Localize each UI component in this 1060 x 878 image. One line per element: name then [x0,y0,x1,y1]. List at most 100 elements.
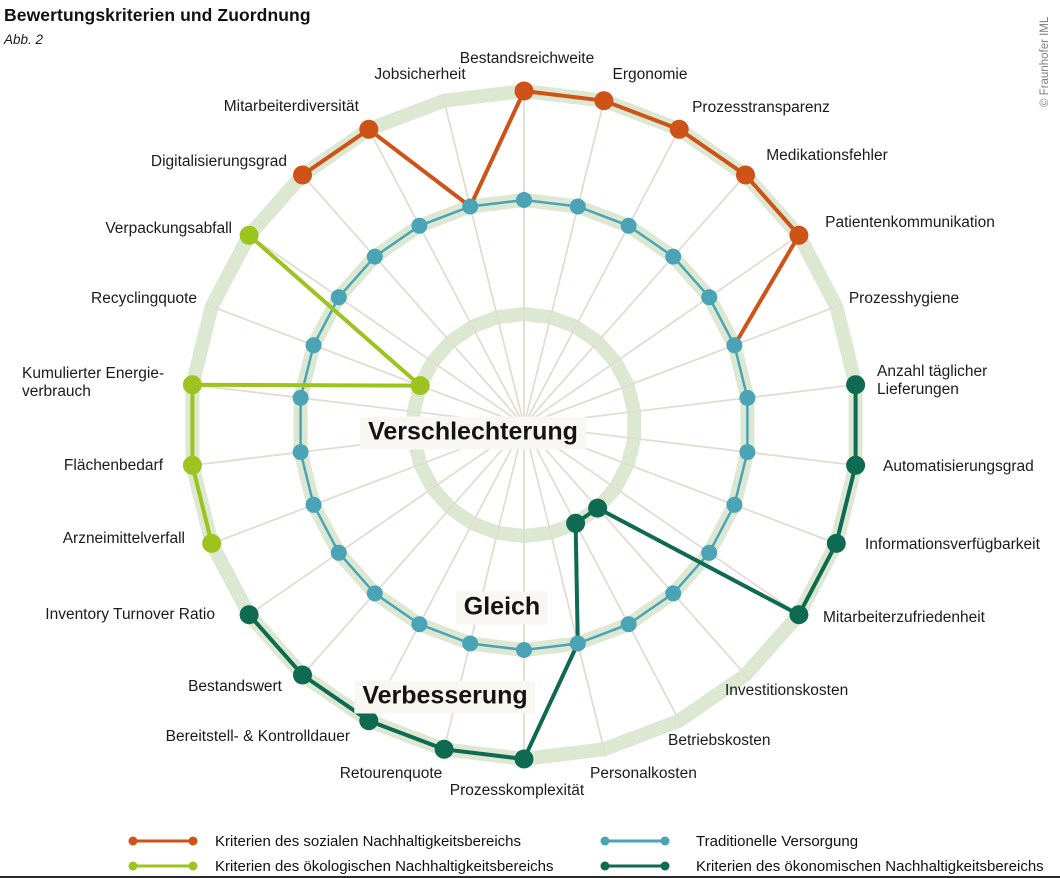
axis-spoke [523,424,751,681]
point-traditionell [701,289,718,306]
point-traditionell [569,635,586,652]
point-sozial [789,225,809,245]
axis-label: Automatisierungsgrad [883,458,1034,475]
legend-label-oekologisch: Kriterien des ökologischen Nachhaltigkei… [215,857,554,875]
point-traditionell [665,585,682,602]
point-oekologisch [182,455,202,475]
axis-label: Medikationsfehler [766,147,887,164]
point-traditionell [366,585,383,602]
point-traditionell [330,544,347,561]
point-traditionell [620,217,637,234]
point-traditionell [739,444,756,461]
point-traditionell [739,389,756,406]
axis-label: Inventory Turnover Ratio [45,606,215,623]
point-sozial [359,119,379,139]
axis-spoke [523,424,607,756]
axis-label: Retourenquote [340,765,443,782]
point-traditionell [516,192,532,208]
axis-spoke [523,424,683,727]
point-oekonomisch [789,605,809,625]
ring-label-verschlechterung: Verschlechterung [360,416,586,450]
point-traditionell [726,337,743,354]
legend-label-sozial: Kriterien des sozialen Nachhaltigkeitsbe… [215,832,521,850]
axis-label: Jobsicherheit [374,66,466,83]
axis-spoke [365,123,525,426]
axis-label: Bereitstell- & Kontrolldauer [166,728,350,745]
legend-dot [660,836,670,846]
axis-spoke [365,424,525,727]
figure-number: Abb. 2 [4,32,44,47]
axis-label: Informationsverfügbarkeit [865,536,1041,553]
axis-spoke [523,231,805,426]
point-traditionell [330,289,347,306]
page-title: Bewertungskriterien und Zuordnung [4,5,311,25]
point-oekonomisch [514,749,534,769]
axis-label: Recyclingquote [91,290,197,307]
legend-dot [188,836,198,846]
axis-spoke [523,303,843,426]
axis-label: Prozesskomplexität [450,782,585,799]
point-oekologisch [410,376,430,396]
figure-bottom-rule [0,876,1060,878]
legend-dot [660,861,670,871]
legend-dot [188,861,198,871]
point-sozial [514,81,534,101]
legend-item-oekonomisch: Kriterien des ökonomischen Nachhaltigkei… [600,857,1044,875]
point-sozial [594,91,614,111]
axis-spoke [523,94,607,426]
axis-label: Bestandswert [188,678,283,695]
axis-label: Digitalisierungsgrad [151,153,287,170]
axis-spoke [243,231,525,426]
point-traditionell [305,496,322,513]
point-oekonomisch [434,739,454,759]
axis-label: Mitarbeiterzufriedenheit [823,609,986,626]
point-oekonomisch [239,605,259,625]
legend-item-traditionell: Traditionelle Versorgung [600,832,858,850]
legend-label-traditionell: Traditionelle Versorgung [696,832,859,850]
point-oekologisch [182,375,202,395]
axis-label: Verpackungsabfall [105,220,232,237]
axis-label: Bestandsreichweite [460,50,594,67]
axis-spoke [297,424,525,681]
point-oekonomisch [293,665,312,685]
ring-label-gleich: Gleich [455,591,549,625]
axis-spoke [523,424,805,619]
point-traditionell [462,198,479,215]
legend-label-oekonomisch: Kriterien des ökonomischen Nachhaltigkei… [696,857,1044,875]
point-oekonomisch [588,498,608,518]
legend-marker-oekologisch [128,861,198,871]
legend-item-sozial: Kriterien des sozialen Nachhaltigkeitsbe… [128,832,521,850]
point-traditionell [366,248,383,265]
legend-dot [128,861,138,871]
point-traditionell [620,616,637,633]
legend-marker-sozial [128,836,198,846]
axis-spoke [297,169,525,426]
ring-label-verbesserung: Verbesserung [354,680,536,714]
axis-label: Personalkosten [590,765,697,782]
axis-spoke [523,123,683,426]
point-sozial [669,119,689,139]
axis-label: Kumulierter Energie-verbrauch [22,365,164,400]
point-traditionell [411,217,428,234]
point-oekonomisch [359,711,379,731]
legend-item-oekologisch: Kriterien des ökologischen Nachhaltigkei… [128,857,554,875]
axis-label: Prozesshygiene [849,290,959,307]
legend-marker-oekonomisch [600,861,670,871]
point-sozial [293,165,312,185]
legend-dot [600,861,610,871]
axis-label: Mitarbeiterdiversität [224,98,360,115]
axis-spoke [205,303,525,426]
point-traditionell [516,642,532,658]
axis-label: Flächenbedarf [64,457,164,474]
legend-dot [600,836,610,846]
point-traditionell [411,616,428,633]
point-traditionell [462,635,479,652]
axis-spoke [441,94,525,426]
point-oekonomisch [846,375,866,395]
axis-label: Prozesstransparenz [692,99,830,116]
point-oekologisch [202,533,222,553]
point-traditionell [292,444,309,461]
axis-label: Arzneimittelverfall [63,530,185,547]
